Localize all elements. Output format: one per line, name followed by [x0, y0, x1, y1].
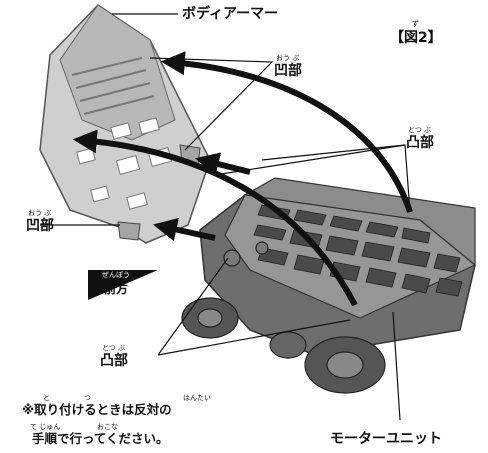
- recess-top-ruby: おう ぶ: [276, 54, 300, 62]
- note-ruby-c: はんたい: [183, 394, 211, 402]
- note-line-1: ※取り付けるときは反対の: [22, 402, 172, 417]
- protrusion-right-label: 凸部: [406, 135, 434, 151]
- recess-left-label: 凹部: [26, 218, 54, 234]
- note-ruby-a: と: [43, 394, 50, 402]
- motor-unit-part: [181, 177, 477, 394]
- figure-label-ruby: ず: [412, 20, 419, 28]
- note-ruby-e: おこな: [97, 423, 118, 431]
- removal-arrows: [72, 51, 413, 307]
- body-armor-label: ボディアーマー: [182, 6, 279, 22]
- note-ruby-d: て じゅん: [30, 423, 61, 431]
- figure-label: 【図2】: [390, 30, 442, 46]
- recess-left-ruby: おう ぶ: [28, 209, 52, 217]
- note-line-2: 手順で行ってください。: [32, 431, 169, 446]
- front-label: 前方: [104, 282, 129, 296]
- body-armor-part: [39, 4, 211, 244]
- leader-lines: [40, 13, 411, 421]
- note-ruby-b: つ: [84, 394, 91, 402]
- protrusion-right-ruby: とつ ぶ: [408, 126, 431, 134]
- front-ruby: ぜんぽう: [102, 271, 130, 279]
- protrusion-bottom-ruby: とつ ぶ: [102, 344, 125, 352]
- front-direction-marker: [88, 270, 158, 300]
- protrusion-bottom-label: 凸部: [100, 353, 128, 369]
- recess-top-label: 凹部: [274, 63, 302, 79]
- motor-unit-label: モーターユニット: [330, 431, 442, 447]
